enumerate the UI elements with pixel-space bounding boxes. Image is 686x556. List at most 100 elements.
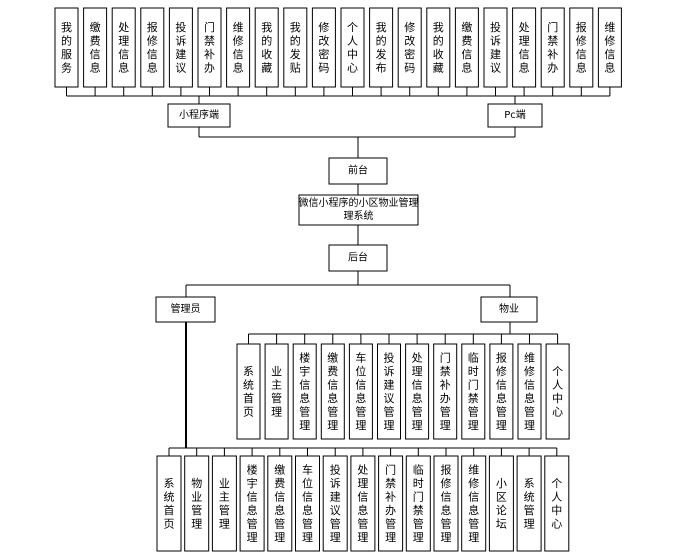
pc-module-2: 我的发布 xyxy=(369,7,394,88)
miniprogram-module-3: 处理信息 xyxy=(111,7,136,88)
miniprogram-module-8-frame xyxy=(254,7,279,88)
miniprogram-module-7-frame xyxy=(226,7,251,88)
frontend-node: 前台 xyxy=(328,157,388,185)
property-module-12-label: 个人中心 xyxy=(552,365,563,419)
backend-node-label: 后台 xyxy=(348,251,368,264)
property-module-9: 临时门禁管理 xyxy=(461,343,486,440)
miniprogram-module-8-label: 我的收藏 xyxy=(261,21,272,75)
backend-node-frame xyxy=(328,244,388,272)
miniprogram-module-7-label: 维修信息 xyxy=(233,21,244,75)
property-module-5: 车位信息管理 xyxy=(348,343,373,440)
pc-module-1-frame xyxy=(340,7,365,88)
admin-module-10: 临时门禁管理 xyxy=(405,455,431,552)
pc-module-3-frame xyxy=(397,7,422,88)
miniprogram-module-6-frame xyxy=(197,7,222,88)
property-module-8-label: 门禁补办管理 xyxy=(440,350,451,432)
admin-module-12-frame xyxy=(461,455,487,552)
miniprogram-module-6: 门禁补办 xyxy=(197,7,222,88)
miniprogram-module-7: 维修信息 xyxy=(226,7,251,88)
property-module-1-label: 系统首页 xyxy=(243,365,254,419)
admin-module-13-frame xyxy=(488,455,514,552)
property-module-3-label: 楼宇信息管理 xyxy=(299,350,310,432)
admin-module-8-label: 处理信息管理 xyxy=(357,463,368,544)
miniprogram-module-10: 修改密码 xyxy=(311,7,336,88)
pc-module-4: 我的收藏 xyxy=(426,7,451,88)
property-module-3: 楼宇信息管理 xyxy=(292,343,317,440)
admin-module-9-label: 门禁补办管理 xyxy=(385,462,396,544)
admin-module-14-label: 系统管理 xyxy=(524,477,535,531)
miniprogram-module-9-frame xyxy=(283,7,308,88)
property-module-1-frame xyxy=(236,343,261,440)
property-node-label: 物业 xyxy=(499,302,519,315)
frontend-node-label: 前台 xyxy=(348,164,368,177)
admin-module-13-label: 小区论坛 xyxy=(496,477,507,531)
admin-node-frame xyxy=(155,296,216,323)
pc-module-8: 门禁补办 xyxy=(540,7,565,88)
pc-module-8-frame xyxy=(540,7,565,88)
property-module-4-label: 缴费信息管理 xyxy=(327,350,338,432)
miniprogram-module-10-frame xyxy=(311,7,336,88)
admin-module-10-label: 临时门禁管理 xyxy=(413,462,424,544)
admin-module-3-frame xyxy=(211,455,237,552)
property-module-3-frame xyxy=(292,343,317,440)
pc-module-10-frame xyxy=(597,7,622,88)
pc-module-7: 处理信息 xyxy=(512,7,537,88)
miniprogram-module-6-label: 门禁补办 xyxy=(204,20,215,75)
admin-module-1-label: 系统首页 xyxy=(164,477,175,531)
miniprogram-module-4: 报修信息 xyxy=(140,7,165,88)
pc-module-4-label: 我的收藏 xyxy=(433,21,444,75)
pc-module-5: 缴费信息 xyxy=(454,7,479,88)
admin-module-2: 物业管理 xyxy=(184,455,210,552)
property-module-6-label: 投诉建议管理 xyxy=(384,350,395,432)
admin-node-label: 管理员 xyxy=(171,302,201,315)
connector-lines xyxy=(66,87,611,456)
pc-module-9-label: 报修信息 xyxy=(576,20,587,75)
admin-module-15: 个人中心 xyxy=(544,455,570,552)
property-module-5-label: 车位信息管理 xyxy=(355,350,366,432)
property-node: 物业 xyxy=(480,296,538,323)
admin-module-6-label: 车位信息管理 xyxy=(302,462,313,544)
pc-node-label: Pc端 xyxy=(504,108,526,121)
pc-module-7-label: 处理信息 xyxy=(519,21,530,75)
miniprogram-module-5-label: 投诉建议 xyxy=(175,20,186,75)
pc-module-6-frame xyxy=(483,7,508,88)
admin-module-11: 报修信息管理 xyxy=(433,455,459,552)
pc-node: Pc端 xyxy=(487,103,543,128)
property-module-7: 处理信息管理 xyxy=(405,343,430,440)
admin-module-6-frame xyxy=(295,455,320,552)
miniprogram-module-5: 投诉建议 xyxy=(168,7,193,88)
system-title-node-label: 微信小程序的小区物业管理理系统 xyxy=(299,196,419,222)
admin-module-2-label: 物业管理 xyxy=(191,476,202,531)
backend-node: 后台 xyxy=(328,244,388,272)
property-module-4-frame xyxy=(320,343,345,440)
frontend-node-frame xyxy=(328,157,388,185)
admin-node: 管理员 xyxy=(155,296,216,323)
miniprogram-module-2-label: 缴费信息 xyxy=(90,20,101,75)
admin-module-4-label: 楼宇信息管理 xyxy=(247,462,258,544)
miniprogram-module-3-frame xyxy=(111,7,136,88)
admin-module-1: 系统首页 xyxy=(156,455,182,552)
pc-module-6-label: 投诉建议 xyxy=(490,20,501,75)
admin-module-12: 维修信息管理 xyxy=(461,455,487,552)
property-module-6: 投诉建议管理 xyxy=(377,343,401,440)
admin-module-2-frame xyxy=(184,455,210,552)
pc-node-frame xyxy=(487,103,543,128)
pc-module-1: 个人中心 xyxy=(340,7,365,88)
admin-module-14-frame xyxy=(516,455,542,552)
pc-module-10: 维修信息 xyxy=(597,7,622,88)
admin-module-14: 系统管理 xyxy=(516,455,542,552)
miniprogram-module-5-frame xyxy=(168,7,193,88)
property-module-6-frame xyxy=(377,343,401,440)
admin-module-3-label: 业主管理 xyxy=(219,477,230,531)
property-module-11-label: 维修信息管理 xyxy=(524,351,535,432)
miniprogram-module-4-frame xyxy=(140,7,165,88)
property-module-8-frame xyxy=(433,343,458,440)
miniprogram-module-4-label: 报修信息 xyxy=(147,20,158,75)
pc-module-1-label: 个人中心 xyxy=(347,21,358,75)
miniprogram-node: 小程序端 xyxy=(167,103,231,128)
property-module-1: 系统首页 xyxy=(236,343,261,440)
miniprogram-module-3-label: 处理信息 xyxy=(118,21,129,75)
admin-module-7: 投诉建议管理 xyxy=(322,455,348,552)
property-module-2-label: 业主管理 xyxy=(271,365,282,419)
admin-module-5-frame xyxy=(267,455,293,552)
